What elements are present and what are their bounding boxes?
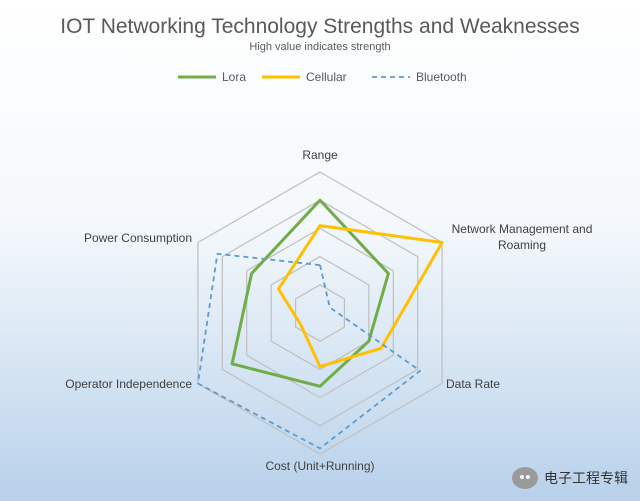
legend: Lora Cellular Bluetooth xyxy=(178,70,467,84)
grid-ring-5 xyxy=(197,171,443,455)
wechat-icon xyxy=(512,467,538,489)
watermark-text: 电子工程专辑 xyxy=(544,470,628,486)
grid-ring-2 xyxy=(270,255,370,371)
legend-label-lora: Lora xyxy=(222,70,246,84)
axis-label-2: Data Rate xyxy=(446,377,500,391)
axis-label-0: Range xyxy=(302,148,338,162)
radar-grid xyxy=(197,171,443,455)
grid-ring-1 xyxy=(295,284,345,342)
chart-title: IOT Networking Technology Strengths and … xyxy=(60,15,579,38)
series-cellular xyxy=(277,224,444,369)
grid-ring-4 xyxy=(221,199,419,427)
legend-label-bluetooth: Bluetooth xyxy=(416,70,467,84)
axis-label-3: Cost (Unit+Running) xyxy=(265,459,374,473)
grid-ring-3 xyxy=(246,227,394,399)
series-lora xyxy=(230,198,390,388)
axis-label-4: Operator Independence xyxy=(65,377,192,391)
chart-subtitle: High value indicates strength xyxy=(249,41,390,53)
legend-label-cellular: Cellular xyxy=(306,70,347,84)
watermark: 电子工程专辑 xyxy=(512,467,628,489)
series-bluetooth xyxy=(196,252,422,450)
series-group xyxy=(196,198,444,450)
axis-label-5: Power Consumption xyxy=(84,231,192,245)
